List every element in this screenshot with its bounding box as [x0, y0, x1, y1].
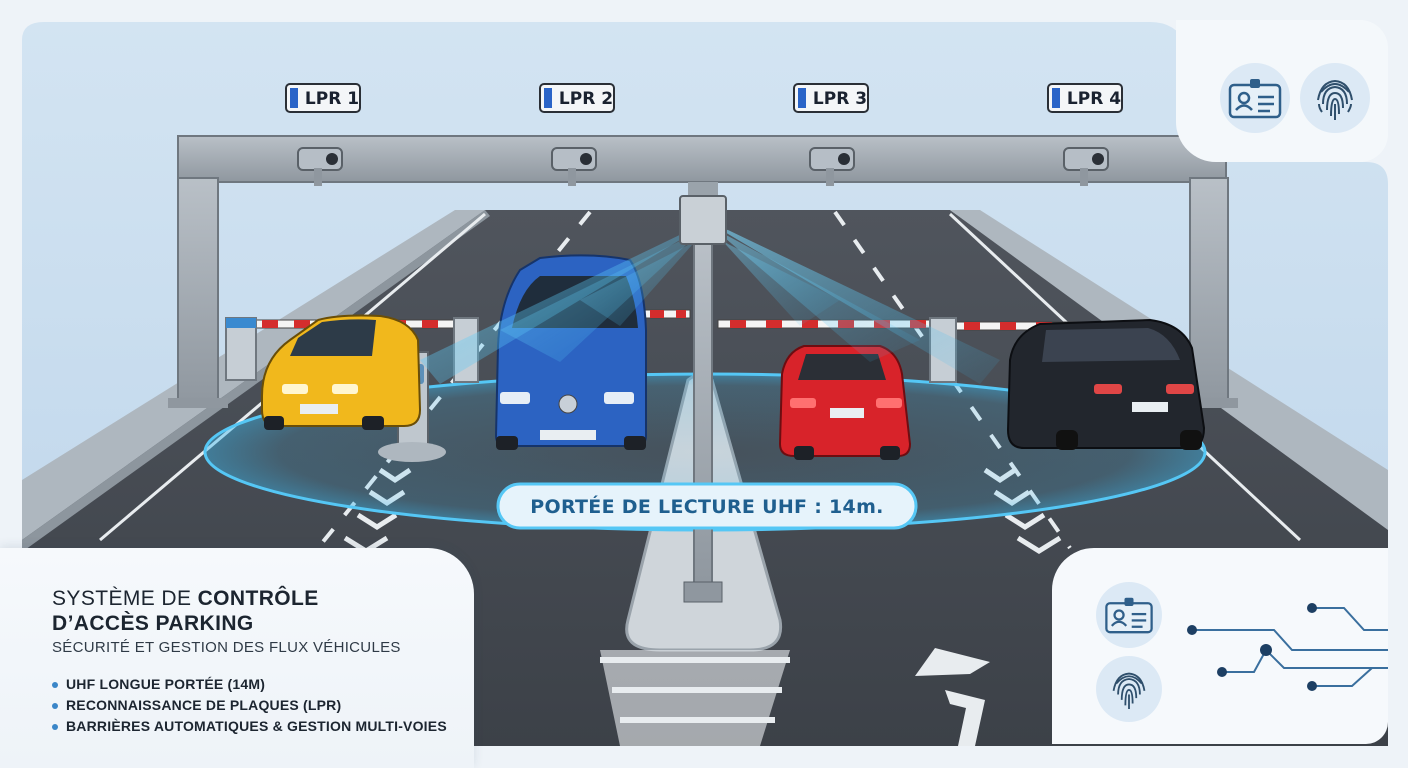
- lpr-cameras: [297, 147, 1109, 186]
- lpr-plate-3: LPR 3: [793, 83, 869, 113]
- car-yellow: [261, 314, 422, 430]
- info-panel: [0, 548, 474, 768]
- feature-item: RECONNAISSANCE DE PLAQUES (LPR): [52, 695, 447, 716]
- bullet-icon: [52, 723, 58, 730]
- title-part1: SYSTÈME DE: [52, 587, 198, 610]
- access-methods-tab: [1176, 20, 1388, 162]
- car-red: [778, 345, 912, 460]
- feature-item: UHF LONGUE PORTÉE (14M): [52, 674, 447, 695]
- fingerprint-icon: [1300, 63, 1370, 133]
- uhf-reader: [679, 195, 727, 245]
- id-badge-icon: [1096, 582, 1162, 648]
- uhf-beams: [420, 228, 1000, 384]
- lpr-plate-label: LPR 4: [1067, 89, 1121, 109]
- lpr-plate-4: LPR 4: [1047, 83, 1123, 113]
- lpr-plate-label: LPR 3: [813, 89, 867, 109]
- circuit-icon: [1187, 603, 1388, 691]
- feature-item: BARRIÈRES AUTOMATIQUES & GESTION MULTI-V…: [52, 716, 447, 737]
- uhf-range-label: PORTÉE DE LECTURE UHF : 14m.: [496, 482, 918, 530]
- feature-list: UHF LONGUE PORTÉE (14M) RECONNAISSANCE D…: [52, 674, 447, 737]
- bullet-icon: [52, 681, 58, 688]
- bullet-icon: [52, 702, 58, 709]
- uhf-range-text: PORTÉE DE LECTURE UHF : 14m.: [530, 495, 883, 518]
- page-subtitle: SÉCURITÉ ET GESTION DES FLUX VÉHICULES: [52, 639, 401, 656]
- title-part2: CONTRÔLE: [197, 587, 319, 610]
- title-line2: D’ACCÈS PARKING: [52, 612, 254, 635]
- lpr-plate-label: LPR 2: [559, 89, 613, 109]
- suv-black: [1006, 318, 1206, 450]
- fingerprint-icon: [1096, 656, 1162, 722]
- road-arrow: [915, 648, 990, 746]
- lpr-plate-1: LPR 1: [285, 83, 361, 113]
- lpr-plate-2: LPR 2: [539, 83, 615, 113]
- tech-panel: [1052, 548, 1388, 744]
- gantry: [168, 135, 1238, 408]
- page-title: SYSTÈME DE CONTRÔLE D’ACCÈS PARKING: [52, 586, 319, 636]
- id-badge-icon: [1220, 63, 1290, 133]
- lpr-plate-label: LPR 1: [305, 89, 359, 109]
